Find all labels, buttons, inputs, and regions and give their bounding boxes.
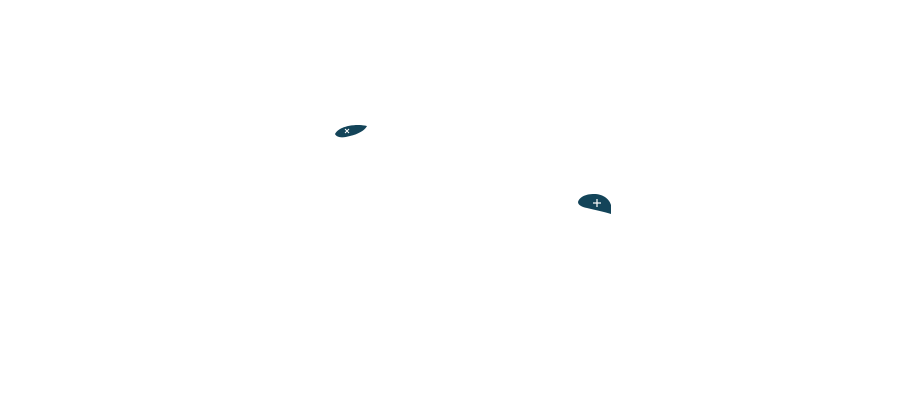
plus-icon (578, 194, 611, 214)
handle-shape (335, 125, 367, 138)
add-handle[interactable] (577, 193, 612, 215)
handle-shape (578, 194, 611, 214)
delete-handle[interactable] (334, 124, 368, 139)
close-icon-stroke-b (344, 128, 350, 134)
close-icon (335, 125, 367, 138)
